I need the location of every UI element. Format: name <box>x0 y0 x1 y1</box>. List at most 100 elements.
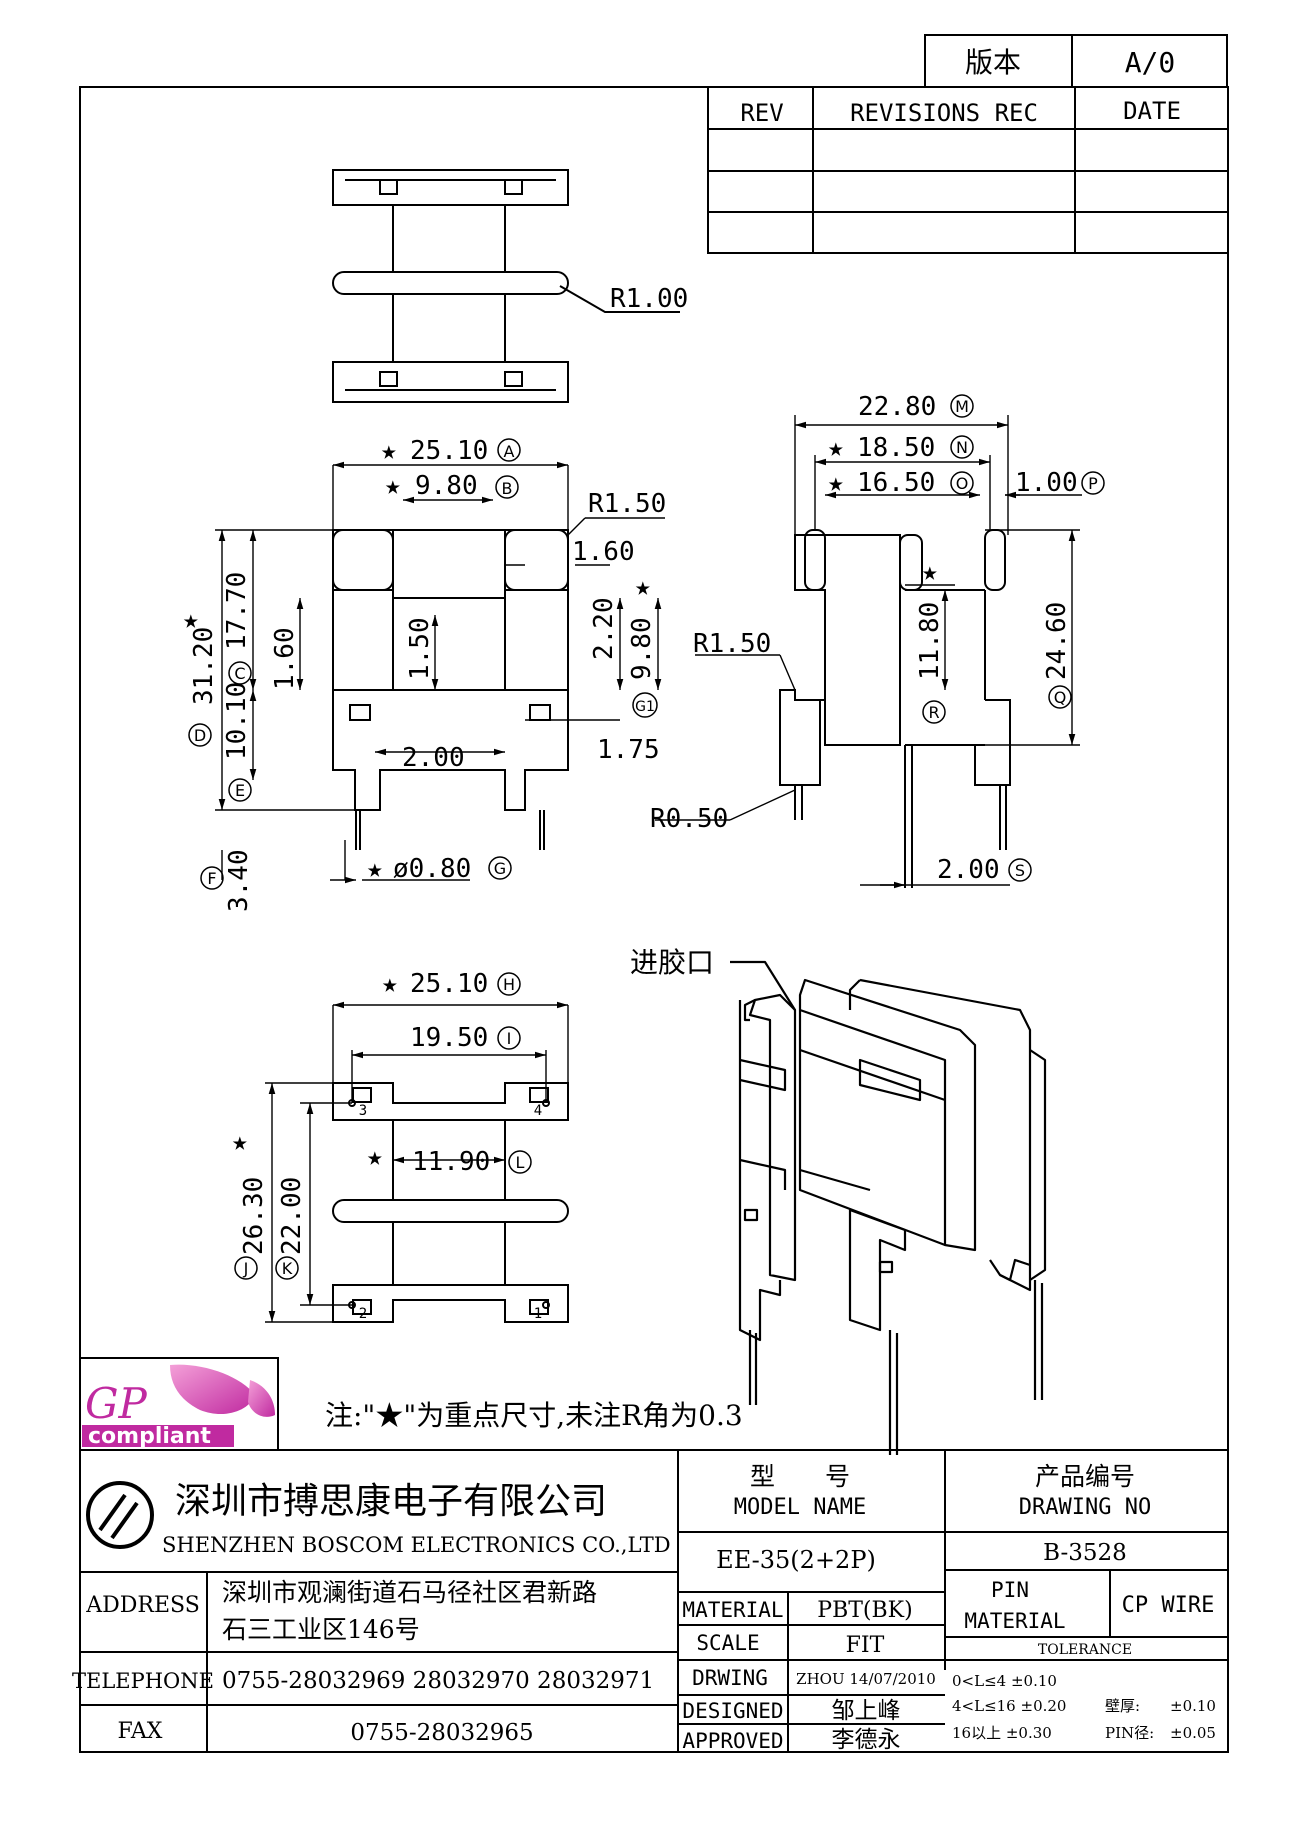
pin-3: 3 <box>359 1103 367 1119</box>
telephone-label: TELEPHONE <box>72 1669 214 1693</box>
address-line2: 石三工业区146号 <box>222 1615 420 1644</box>
dim-1-75: 1.75 <box>597 735 660 765</box>
ref-a: A <box>504 442 515 461</box>
ref-o: O <box>956 474 969 493</box>
date-header: DATE <box>1123 97 1181 125</box>
dim-1-60-h: 1.60 <box>572 537 635 567</box>
compliant-text: compliant <box>88 1424 211 1449</box>
version-value: A/0 <box>1125 46 1176 79</box>
scale-label: SCALE <box>696 1631 759 1655</box>
pin-material-value: CP WIRE <box>1122 1593 1215 1618</box>
dim-2-00-side: 2.00 <box>937 855 1000 885</box>
ref-e: E <box>235 781 245 800</box>
company-name-cn: 深圳市搏思康电子有限公司 <box>175 1481 607 1522</box>
pin-diameter-value: ±0.05 <box>1170 1724 1216 1742</box>
fax-label: FAX <box>118 1719 163 1744</box>
wall-thickness-value: ±0.10 <box>1170 1697 1216 1715</box>
dim-26-30: 26.30 <box>239 1177 269 1255</box>
tolerance-row-2: 4<L≤16 ±0.20 <box>952 1697 1066 1715</box>
company-name-en: SHENZHEN BOSCOM ELECTRONICS CO.,LTD <box>162 1533 671 1557</box>
approved-label: APPROVED <box>682 1729 783 1753</box>
dim-9-80-front: 9.80 <box>415 471 478 501</box>
dim-31-20: 31.20 <box>189 627 219 705</box>
dim-1-00: 1.00 <box>1015 468 1078 498</box>
pin-label-1: PIN <box>991 1578 1029 1602</box>
ref-g: G <box>494 859 506 878</box>
bottom-dimension-lines <box>265 1001 569 1323</box>
material-label: MATERIAL <box>682 1598 783 1622</box>
dim-r100-top: R1.00 <box>610 284 688 314</box>
drawing-value: B-3528 <box>1043 1540 1127 1566</box>
wall-thickness-label: 壁厚: <box>1105 1697 1140 1715</box>
ref-k: K <box>282 1259 293 1278</box>
side-dimension-lines <box>655 415 1082 889</box>
dim-3-40: 3.40 <box>224 849 254 912</box>
dim-25-10-front: 25.10 <box>410 436 488 466</box>
side-view <box>779 529 1011 888</box>
version-label: 版本 <box>965 46 1021 79</box>
dim-24-60: 24.60 <box>1042 602 1072 680</box>
ref-f: F <box>207 869 216 888</box>
model-label-cn: 型 号 <box>750 1462 850 1491</box>
model-value: EE-35(2+2P) <box>716 1546 876 1574</box>
front-view <box>332 529 569 850</box>
dim-18-50: 18.50 <box>857 433 935 463</box>
star-0-80: ★ <box>367 854 383 884</box>
pin-2: 2 <box>359 1306 367 1322</box>
sheet-border <box>79 86 1229 1753</box>
star-9-80-v: ★ <box>635 572 651 602</box>
dim-9-80-v: 9.80 <box>627 617 657 680</box>
star-11-90: ★ <box>367 1142 383 1172</box>
drwing-value: ZHOU 14/07/2010 <box>796 1670 936 1688</box>
title-block-grid <box>80 1449 1228 1752</box>
note-text: 注:"★"为重点尺寸,未注R角为0.3 <box>325 1399 743 1432</box>
scale-value: FIT <box>846 1633 885 1658</box>
ref-g1: G1 <box>635 699 655 715</box>
dim-r050: R0.50 <box>650 804 728 834</box>
address-line1: 深圳市观澜街道石马径社区君新路 <box>222 1578 597 1607</box>
dim-22-00: 22.00 <box>277 1177 307 1255</box>
rev-header: REV <box>740 99 783 127</box>
model-label-en: MODEL NAME <box>734 1495 866 1520</box>
ref-l: L <box>516 1153 525 1172</box>
ref-q: Q <box>1054 688 1067 707</box>
ref-r: R <box>928 703 939 722</box>
dim-2-20: 2.20 <box>589 597 619 660</box>
drawing-label-en: DRAWING NO <box>1019 1495 1151 1520</box>
ref-j: J <box>243 1259 249 1278</box>
pin-1: 1 <box>534 1306 542 1322</box>
gate-label: 进胶口 <box>630 946 714 979</box>
material-value: PBT(BK) <box>817 1598 912 1623</box>
top-view <box>332 169 680 403</box>
pin-4: 4 <box>534 1103 542 1119</box>
dim-10-10: 10.10 <box>222 682 252 760</box>
dim-16-50: 16.50 <box>857 468 935 498</box>
ref-m: M <box>955 397 969 416</box>
ref-p: P <box>1088 474 1098 493</box>
dim-22-80: 22.80 <box>858 392 936 422</box>
ref-d: D <box>194 726 206 745</box>
dim-2-00-front: 2.00 <box>402 743 465 773</box>
star-11-80: ★ <box>922 557 938 587</box>
star-25-10-h: ★ <box>382 969 398 999</box>
tolerance-row-1: 0<L≤4 ±0.10 <box>952 1672 1057 1690</box>
dim-0-80: ø0.80 <box>393 854 471 884</box>
dim-17-70: 17.70 <box>222 572 252 650</box>
tolerance-label: TOLERANCE <box>1038 1642 1132 1658</box>
revisions-rec-header: REVISIONS REC <box>850 99 1038 127</box>
star-9-80-b: ★ <box>385 471 401 501</box>
ref-c: C <box>234 664 245 683</box>
ref-s: S <box>1015 861 1025 880</box>
revision-table <box>707 86 1229 254</box>
dim-11-90: 11.90 <box>412 1147 490 1177</box>
designed-label: DESIGNED <box>682 1699 783 1723</box>
dim-r150-side: R1.50 <box>693 629 771 659</box>
star-31-20: ★ <box>183 605 199 635</box>
pin-label-2: MATERIAL <box>964 1609 1065 1633</box>
ref-i: I <box>507 1029 512 1048</box>
dim-1-60-v: 1.60 <box>270 627 300 690</box>
approved-value: 李德永 <box>832 1727 901 1753</box>
dim-19-50: 19.50 <box>410 1023 488 1053</box>
isometric-view <box>730 960 1047 1455</box>
boscom-logo <box>86 1481 154 1549</box>
